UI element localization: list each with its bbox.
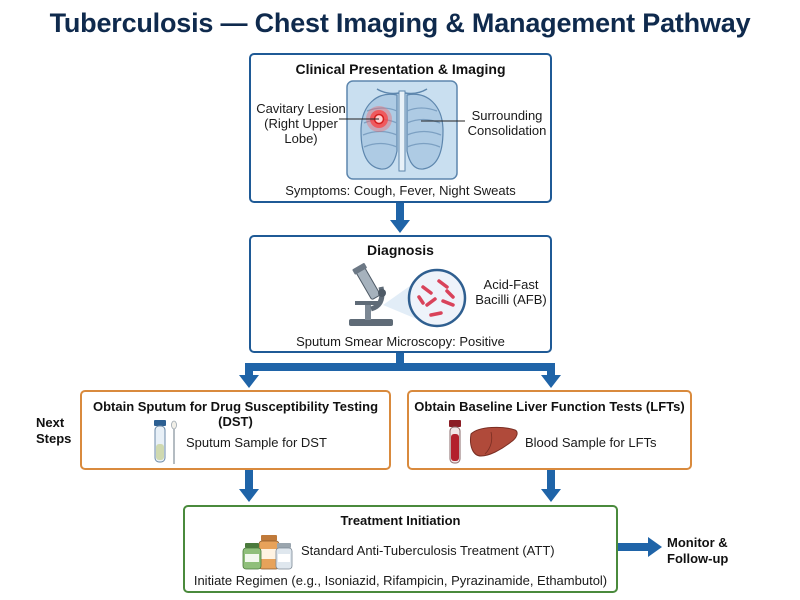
- arrow-split-stem: [396, 353, 404, 367]
- medication-bottles-icon: [242, 535, 293, 570]
- afb-magnified-icon: [383, 268, 467, 328]
- arrow-head-icon: [541, 489, 561, 502]
- arrow-clinical-to-diagnosis: [396, 203, 404, 221]
- blood-tube-icon: [449, 420, 461, 464]
- arrow-split-left-drop: [245, 363, 253, 377]
- arrow-lft-to-treatment: [547, 470, 555, 490]
- dst-box: Obtain Sputum for Drug Susceptibility Te…: [80, 390, 391, 470]
- liver-icon: [470, 426, 518, 457]
- clinical-presentation-box: Clinical Presentation & Imaging Cavitary…: [249, 53, 552, 203]
- monitor-follow-up-label: Monitor & Follow-up: [667, 535, 729, 566]
- clinical-presentation-title: Clinical Presentation & Imaging: [295, 61, 506, 77]
- lft-sample-text: Blood Sample for LFTs: [525, 435, 657, 450]
- sputum-tube-icon: [154, 420, 177, 464]
- arrow-head-icon: [390, 220, 410, 233]
- lft-title: Obtain Baseline Liver Function Tests (LF…: [414, 399, 685, 414]
- arrow-split-right-drop: [547, 363, 555, 377]
- microscope-icon: [349, 263, 393, 326]
- arrow-head-icon: [648, 537, 662, 557]
- symptoms-text: Symptoms: Cough, Fever, Night Sweats: [285, 183, 516, 198]
- diagnosis-title: Diagnosis: [367, 242, 434, 258]
- treatment-standard-text: Standard Anti-Tuberculosis Treatment (AT…: [301, 543, 555, 558]
- lesion-pointer-line: [339, 118, 465, 122]
- treatment-regimen-text: Initiate Regimen (e.g., Isoniazid, Rifam…: [193, 573, 608, 588]
- diagnosis-result-text: Sputum Smear Microscopy: Positive: [296, 334, 505, 349]
- afb-label: Acid-Fast Bacilli (AFB): [475, 277, 547, 307]
- arrow-head-icon: [239, 375, 259, 388]
- diagnosis-box: Diagnosis Acid-Fast Bacilli (AFB) Sputum…: [249, 235, 552, 353]
- treatment-title: Treatment Initiation: [340, 513, 461, 528]
- arrow-head-icon: [541, 375, 561, 388]
- next-steps-label: Next Steps: [36, 415, 72, 446]
- dst-sample-text: Sputum Sample for DST: [186, 435, 327, 450]
- consolidation-label: Surrounding Consolidation: [467, 108, 547, 138]
- dst-title: Obtain Sputum for Drug Susceptibility Te…: [92, 399, 379, 429]
- cavitary-lesion-label: Cavitary Lesion (Right Upper Lobe): [256, 101, 346, 146]
- page-title: Tuberculosis — Chest Imaging & Managemen…: [49, 8, 751, 38]
- arrow-treatment-to-monitor: [618, 543, 650, 551]
- arrow-dst-to-treatment: [245, 470, 253, 490]
- treatment-box: Treatment Initiation Standard Anti-Tuber…: [183, 505, 618, 593]
- arrow-split-bar: [245, 363, 555, 371]
- lft-box: Obtain Baseline Liver Function Tests (LF…: [407, 390, 692, 470]
- arrow-head-icon: [239, 489, 259, 502]
